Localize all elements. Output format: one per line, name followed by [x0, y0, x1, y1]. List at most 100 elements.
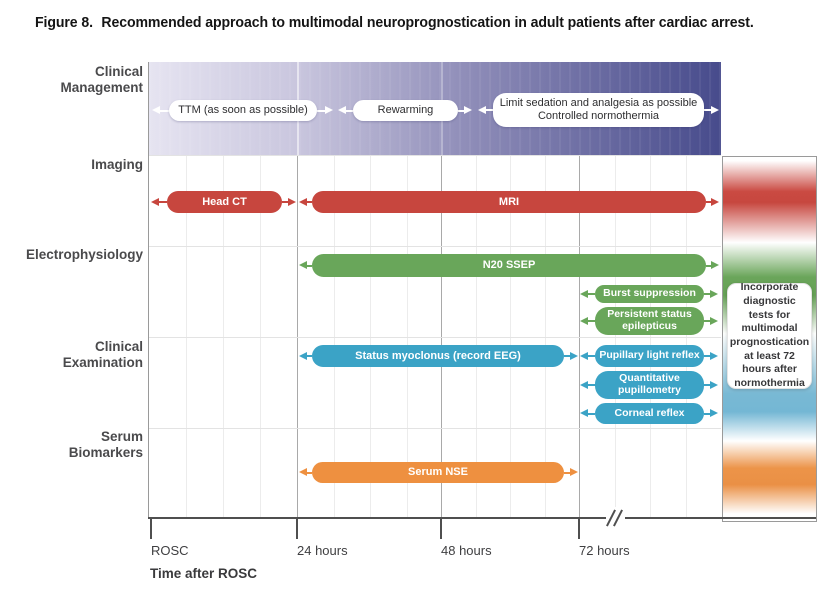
timeline-bar: Pupillary light reflex [595, 345, 704, 367]
major-gridline [297, 155, 298, 518]
arrow-line [305, 201, 312, 203]
arrow-line [458, 109, 466, 112]
arrow-line [484, 109, 493, 111]
arrow-left-icon [299, 351, 307, 360]
arrow-line [586, 412, 595, 415]
bar-label: Quantitative pupillometry [617, 372, 681, 396]
bar-label: N20 SSEP [482, 259, 536, 272]
arrow-right-icon [710, 380, 718, 389]
timeline-bar: Rewarming [353, 100, 458, 121]
timeline-bar: Burst suppression [595, 285, 704, 303]
timeline-bar: Head CT [167, 191, 282, 213]
arrow-line [586, 320, 595, 322]
arrow-line [704, 384, 712, 386]
bar-label: Corneal reflex [614, 406, 685, 419]
arrow-right-icon [710, 289, 718, 298]
x-axis-tick [150, 518, 152, 539]
bar-label: TTM (as soon as possible) [178, 104, 308, 117]
arrow-left-icon [338, 106, 346, 114]
arrow-line [157, 201, 167, 203]
minor-gridline [686, 155, 687, 518]
row-label-clinical-management: Clinical Management [60, 64, 143, 95]
row-separator [149, 428, 721, 429]
figure-caption-label: Figure 8. [35, 14, 93, 31]
row-separator [149, 337, 721, 338]
arrow-right-icon [710, 316, 718, 325]
arrow-line [305, 471, 312, 474]
x-axis-tick [296, 518, 298, 539]
arrow-line [704, 109, 713, 111]
bar-label: Status myoclonus (record EEG) [355, 349, 521, 362]
x-axis-tick [578, 518, 580, 539]
arrow-left-icon [580, 409, 588, 417]
timeline-bar: Quantitative pupillometry [595, 371, 704, 399]
row-separator [149, 246, 721, 247]
arrow-right-icon [710, 351, 718, 360]
bar-label: Serum NSE [408, 466, 468, 479]
arrow-left-icon [580, 316, 588, 325]
minor-gridline [334, 155, 335, 518]
bar-label: Pupillary light reflex [599, 349, 700, 362]
bar-label: Rewarming [377, 104, 434, 117]
timeline-bar: Status myoclonus (record EEG) [312, 345, 564, 367]
minor-gridline [545, 155, 546, 518]
x-axis-tick-label: 24 hours [297, 543, 348, 558]
bar-label: MRI [498, 195, 520, 208]
x-axis-line [148, 517, 816, 519]
arrow-left-icon [580, 351, 588, 360]
timeline-bar: Persistent status epilepticus [595, 307, 704, 335]
arrow-right-icon [711, 261, 719, 269]
row-separator [149, 155, 721, 156]
timeline-bar: Limit sedation and analgesia as possible… [493, 93, 704, 127]
x-axis-title: Time after ROSC [150, 566, 258, 581]
arrow-right-icon [325, 106, 333, 114]
arrow-line [586, 293, 595, 295]
bar-label: Limit sedation and analgesia as possible… [499, 97, 698, 122]
timeline-plot-area: TTM (as soon as possible) Rewarming Limit … [148, 62, 721, 518]
arrow-line [305, 355, 312, 357]
row-label-imaging: Imaging [91, 157, 143, 172]
arrow-right-icon [288, 197, 296, 206]
figure-caption: Figure 8. Recommended approach to multimo… [35, 14, 754, 31]
multimodal-gradient-band: Incorporate diagnostic tests for multimo… [722, 156, 817, 522]
arrow-right-icon [710, 409, 718, 417]
arrow-left-icon [151, 197, 159, 206]
arrow-left-icon [580, 289, 588, 298]
arrow-right-icon [570, 351, 578, 360]
arrow-line [706, 264, 713, 267]
timeline-bar: TTM (as soon as possible) [169, 100, 317, 121]
arrow-line [282, 201, 290, 203]
minor-gridline [510, 155, 511, 518]
arrow-left-icon [299, 468, 307, 476]
arrow-left-icon [299, 197, 307, 206]
x-axis-tick [440, 518, 442, 539]
major-gridline [579, 155, 580, 518]
arrow-line [564, 355, 572, 357]
arrow-line [704, 412, 712, 415]
arrow-line [586, 384, 595, 386]
x-axis-tick-label: 48 hours [441, 543, 492, 558]
major-gridline [441, 155, 442, 518]
arrow-line [317, 109, 327, 112]
arrow-right-icon [711, 105, 719, 114]
row-label-serum-biomarkers: Serum Biomarkers [68, 429, 143, 460]
minor-gridline [407, 155, 408, 518]
minor-gridline [615, 155, 616, 518]
minor-gridline [650, 155, 651, 518]
arrow-line [706, 201, 713, 203]
arrow-line [704, 320, 712, 322]
figure-caption-text: Recommended approach to multimodal neuro… [101, 14, 754, 31]
arrow-left-icon [299, 261, 307, 269]
x-axis-tick-label: 72 hours [579, 543, 630, 558]
arrow-left-icon [152, 106, 160, 114]
arrow-line [564, 471, 572, 474]
bar-label: Head CT [202, 195, 247, 208]
arrow-line [586, 355, 595, 357]
row-label-clinical-examination: Clinical Examination [62, 339, 143, 370]
minor-gridline [476, 155, 477, 518]
axis-break-icon [606, 507, 625, 529]
minor-gridline [186, 155, 187, 518]
arrow-line [704, 293, 712, 295]
arrow-line [158, 109, 169, 112]
